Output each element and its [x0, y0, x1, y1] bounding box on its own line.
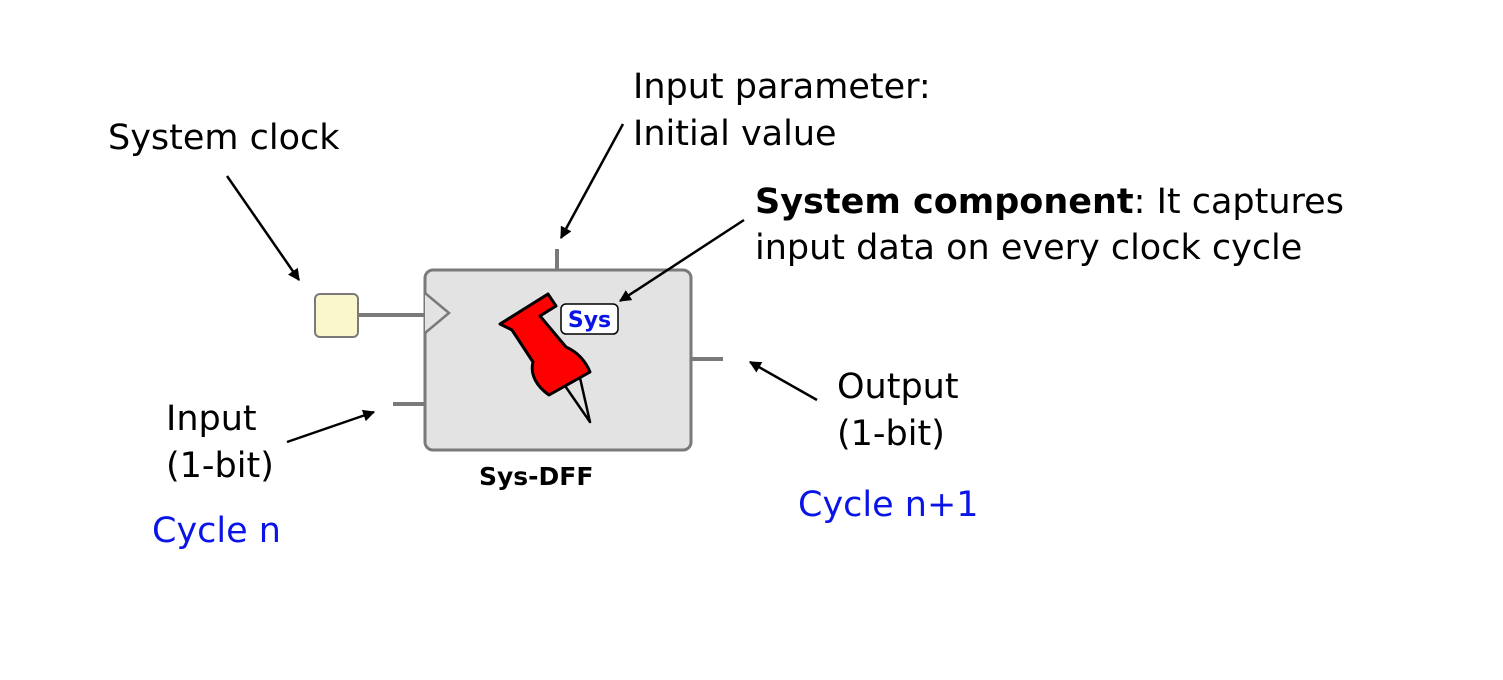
clock-source-icon[interactable]: [314, 293, 359, 338]
parameter-arrow: [559, 123, 625, 240]
system-component-desc: : It captures: [1133, 182, 1344, 222]
cycle-n-label: Cycle n: [152, 511, 281, 551]
input-parameter-label: Input parameter:: [633, 67, 931, 107]
input-arrow: [286, 409, 376, 444]
cycle-n-plus-1-label: Cycle n+1: [798, 485, 979, 525]
system-clock-label: System clock: [108, 118, 340, 158]
sys-badge-frame: [560, 303, 619, 335]
output-arrow: [748, 360, 818, 402]
system-component-label: System component: It captures: [755, 179, 1344, 226]
input-width-label: (1-bit): [166, 446, 274, 486]
block-name-label: Sys-DFF: [479, 462, 594, 491]
initial-value-label: Initial value: [633, 114, 837, 154]
system-component-arrow: [618, 218, 745, 303]
clock-input-triangle: [424, 292, 451, 334]
pushpin-icon: [498, 292, 592, 424]
output-label: Output: [837, 367, 959, 407]
output-width-label: (1-bit): [837, 414, 945, 454]
system-clock-arrow: [225, 175, 301, 281]
sys-badge: Sys: [568, 308, 611, 333]
input-label: Input: [166, 399, 257, 439]
system-component-desc-line2: input data on every clock cycle: [755, 228, 1303, 268]
system-component-title: System component: [755, 182, 1134, 222]
